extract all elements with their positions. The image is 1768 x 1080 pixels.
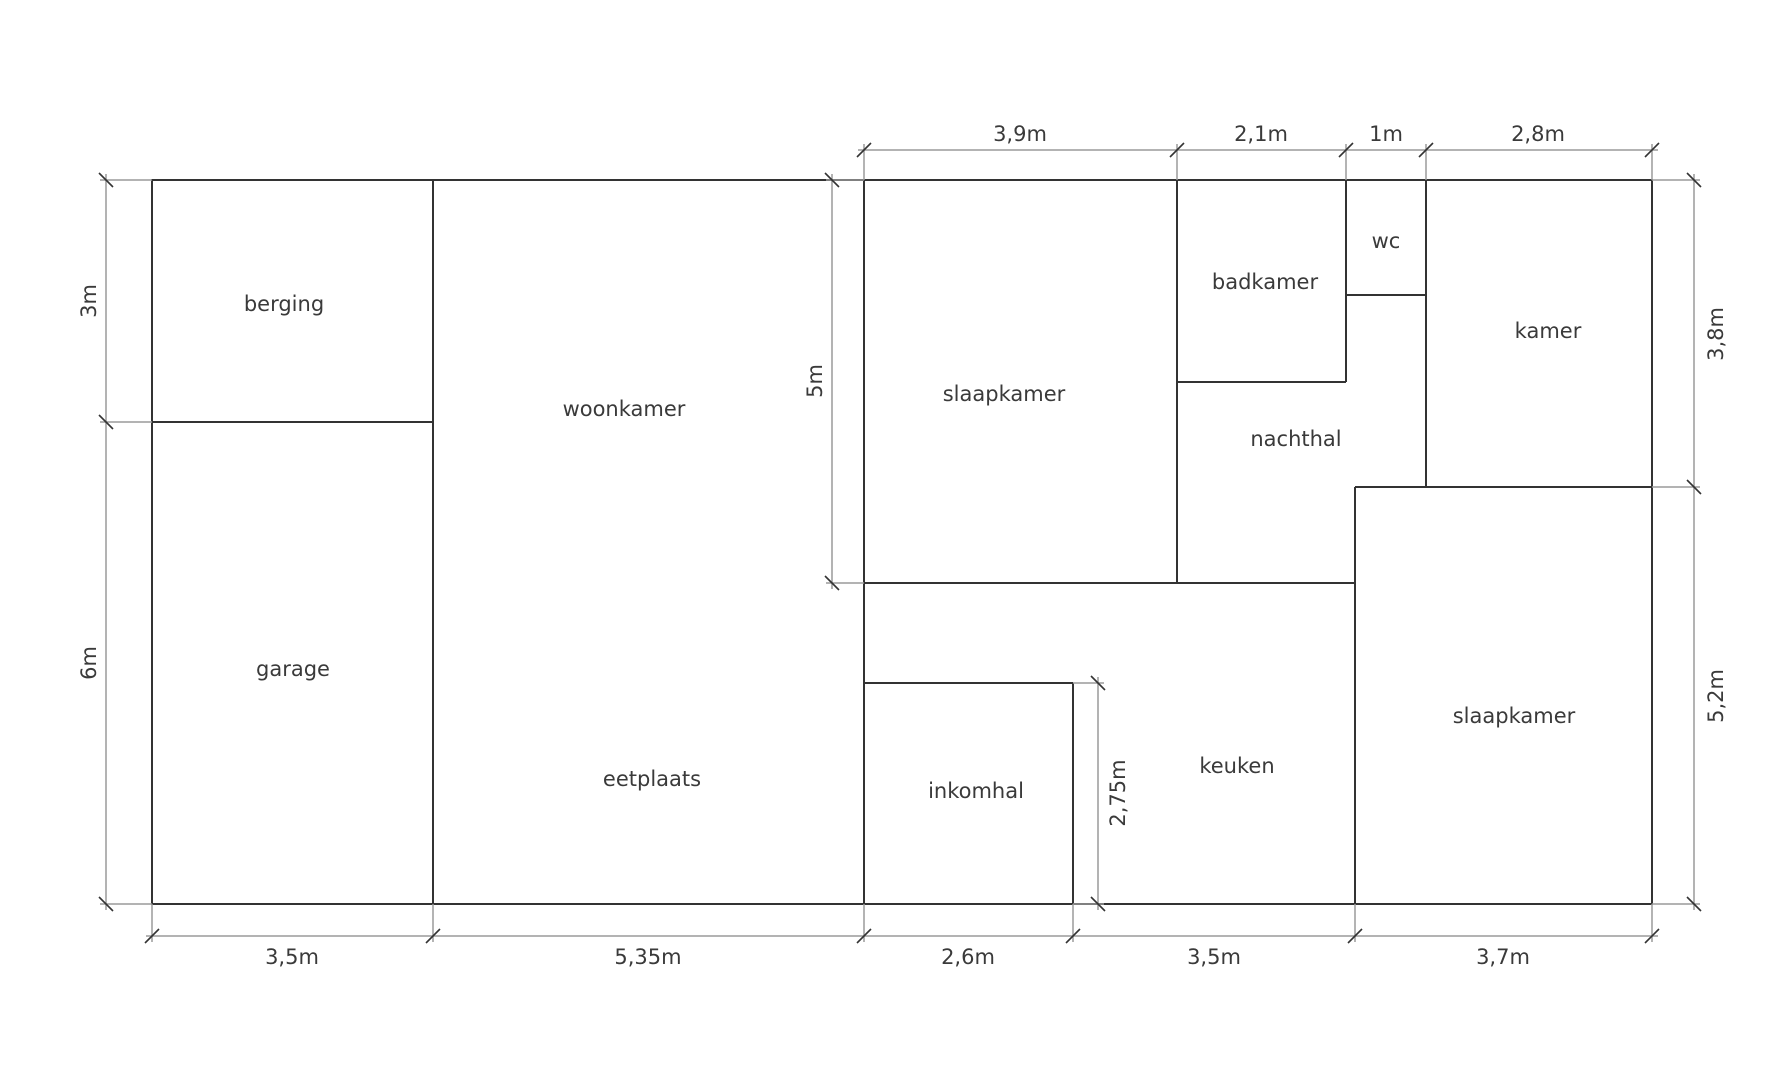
room-label-kamer: kamer — [1515, 319, 1582, 343]
tick-woonkamer-1 — [824, 172, 840, 188]
tick-bottom-4 — [1065, 928, 1081, 944]
dim-label-right-2: 5,2m — [1704, 669, 1728, 723]
tick-bottom-6 — [1644, 928, 1660, 944]
room-label-keuken: keuken — [1199, 754, 1274, 778]
room-label-slaapkamer-2: slaapkamer — [1453, 704, 1576, 728]
dim-label-top-3: 1m — [1369, 122, 1403, 146]
dim-label-bottom-4: 3,5m — [1187, 945, 1241, 969]
tick-right-1 — [1686, 172, 1702, 188]
room-label-eetplaats: eetplaats — [603, 767, 701, 791]
room-label-badkamer: badkamer — [1212, 270, 1319, 294]
tick-top-2 — [1169, 142, 1185, 158]
room-labels: berging garage woonkamer eetplaats slaap… — [244, 229, 1582, 803]
tick-inkomhal-1 — [1090, 675, 1106, 691]
room-label-nachthal: nachthal — [1250, 427, 1341, 451]
dimension-lines — [100, 144, 1700, 942]
dim-label-woonkamer: 5m — [803, 364, 827, 398]
tick-bottom-5 — [1347, 928, 1363, 944]
dim-label-bottom-1: 3,5m — [265, 945, 319, 969]
room-label-berging: berging — [244, 292, 324, 316]
dim-label-top-4: 2,8m — [1511, 122, 1565, 146]
dimension-ticks — [98, 142, 1702, 944]
tick-top-1 — [856, 142, 872, 158]
tick-right-3 — [1686, 896, 1702, 912]
dim-label-bottom-3: 2,6m — [941, 945, 995, 969]
room-label-wc: wc — [1372, 229, 1401, 253]
tick-left-3 — [98, 896, 114, 912]
tick-top-4 — [1418, 142, 1434, 158]
dim-label-bottom-2: 5,35m — [614, 945, 681, 969]
tick-top-3 — [1338, 142, 1354, 158]
room-label-slaapkamer-1: slaapkamer — [943, 382, 1066, 406]
room-label-garage: garage — [256, 657, 330, 681]
outer-wall — [151, 179, 1653, 905]
tick-left-1 — [98, 172, 114, 188]
tick-inkomhal-2 — [1090, 896, 1106, 912]
tick-bottom-3 — [856, 928, 872, 944]
dim-label-left-2: 6m — [77, 646, 101, 680]
tick-bottom-1 — [144, 928, 160, 944]
walls — [151, 179, 1653, 905]
room-label-woonkamer: woonkamer — [563, 397, 686, 421]
dimension-labels: 3,9m 2,1m 1m 2,8m 3,5m 5,35m 2,6m 3,5m 3… — [77, 122, 1728, 969]
tick-top-5 — [1644, 142, 1660, 158]
dim-label-right-1: 3,8m — [1704, 307, 1728, 361]
dim-label-top-1: 3,9m — [993, 122, 1047, 146]
tick-bottom-2 — [425, 928, 441, 944]
dim-label-bottom-5: 3,7m — [1476, 945, 1530, 969]
dim-label-inkomhal: 2,75m — [1106, 759, 1130, 826]
dim-label-top-2: 2,1m — [1234, 122, 1288, 146]
tick-woonkamer-2 — [824, 575, 840, 591]
dim-label-left-1: 3m — [77, 284, 101, 318]
tick-left-2 — [98, 414, 114, 430]
tick-right-2 — [1686, 479, 1702, 495]
room-label-inkomhal: inkomhal — [928, 779, 1024, 803]
